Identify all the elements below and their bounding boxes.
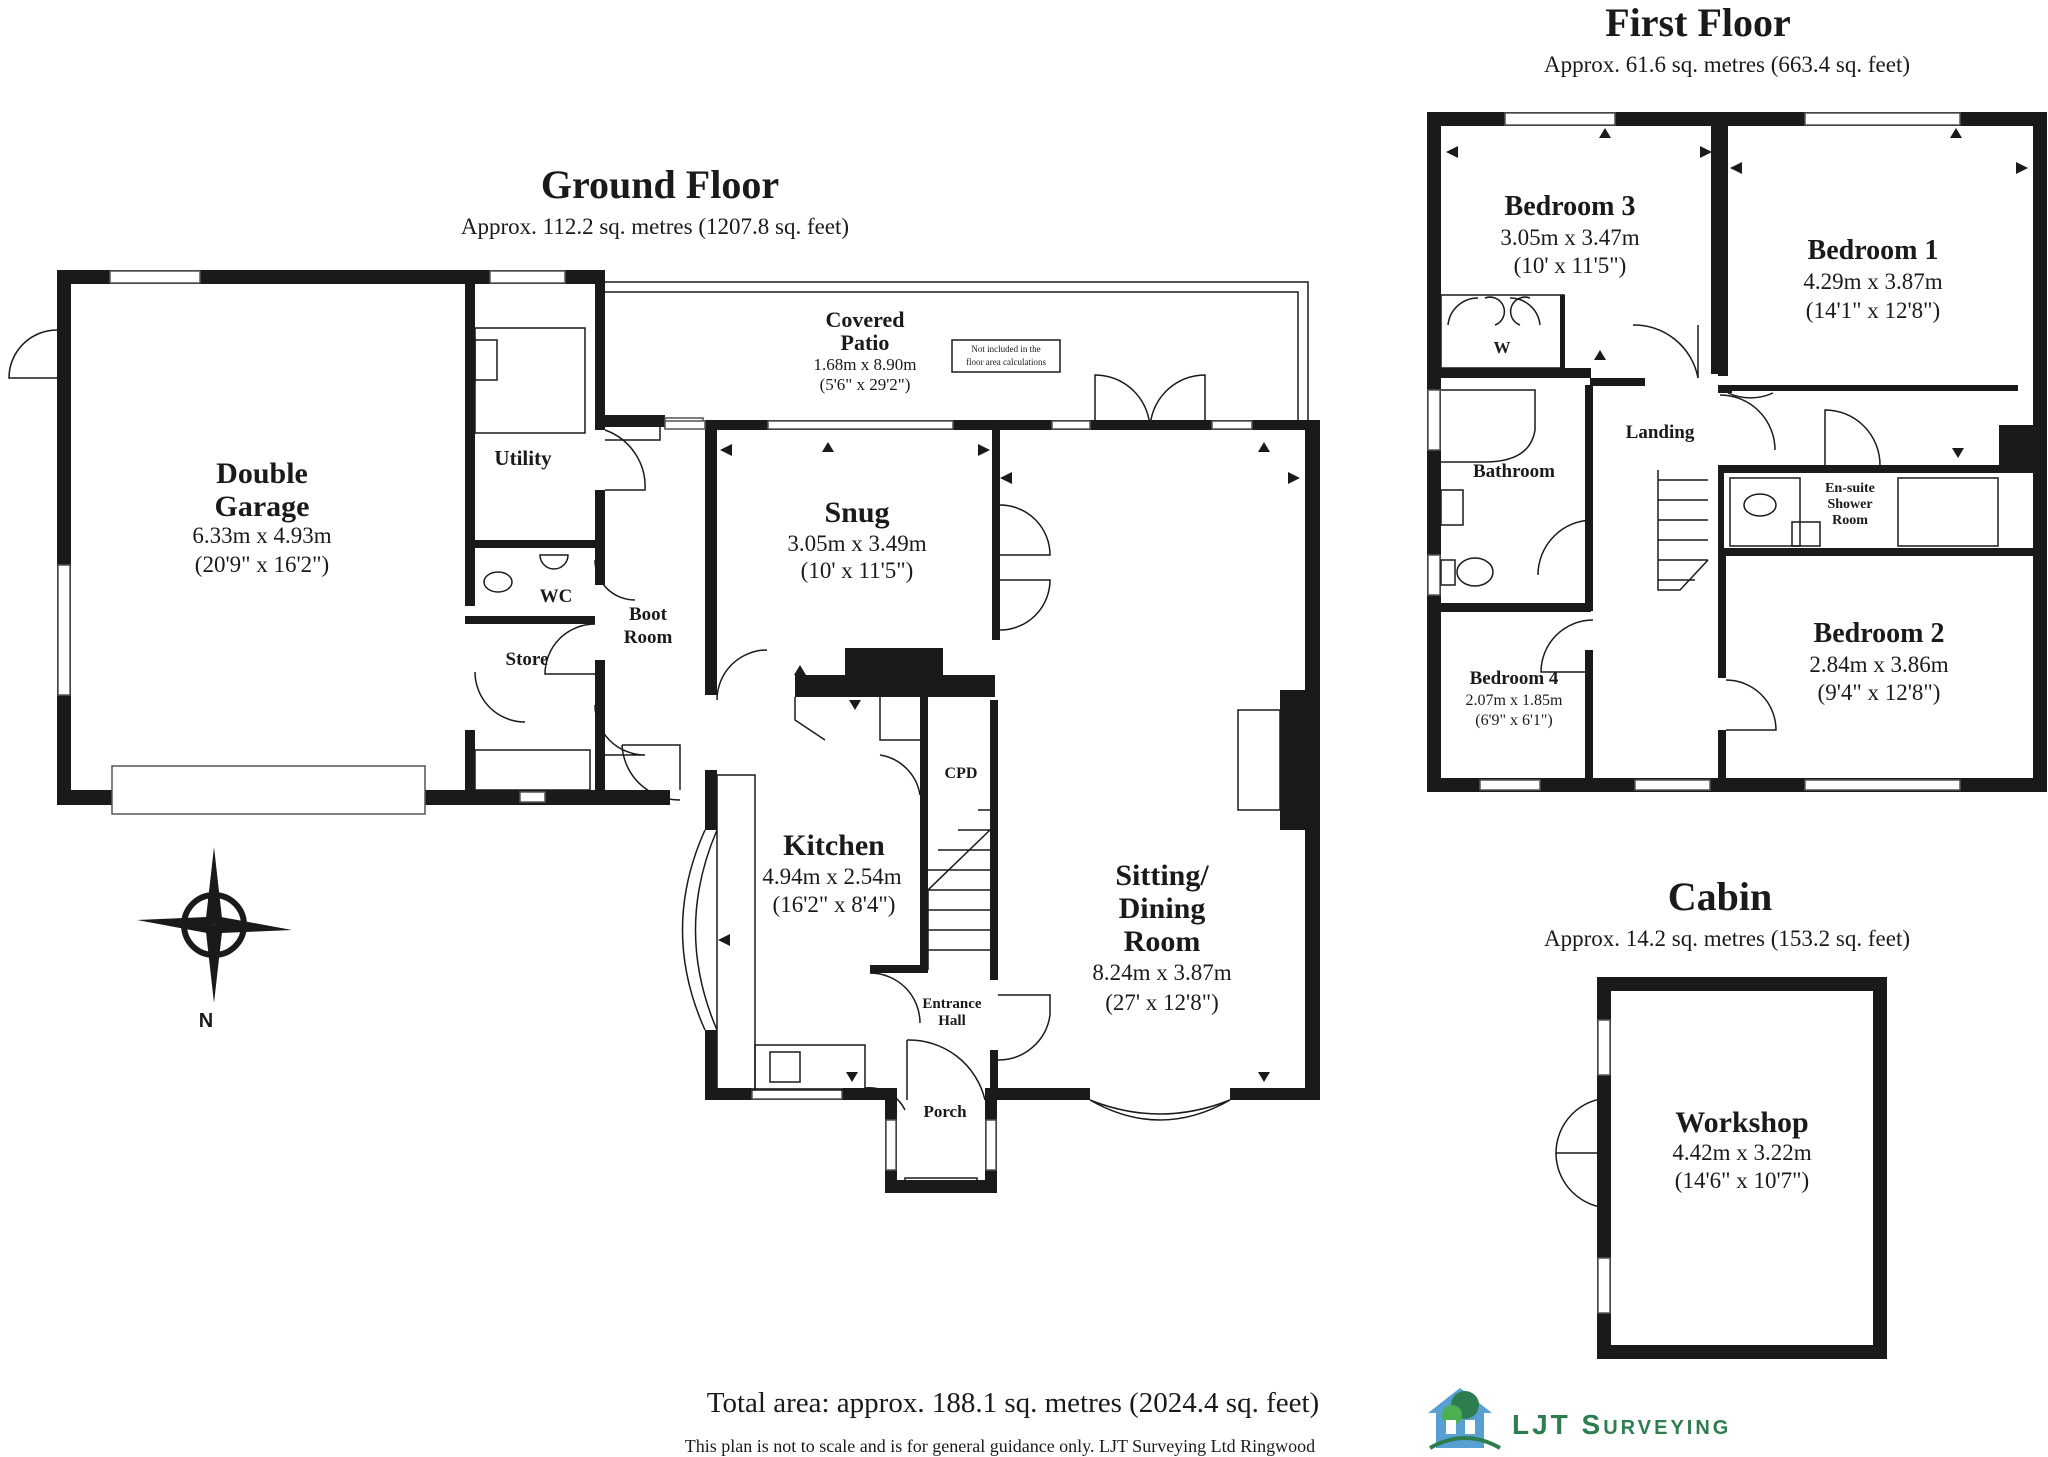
covered-patio-note-2: floor area calculations	[966, 357, 1046, 367]
cabin: Cabin Approx. 14.2 sq. metres (153.2 sq.…	[1544, 874, 1910, 1359]
sitting-dining-metric: 8.24m x 3.87m	[1092, 960, 1231, 985]
ground-floor: Ground Floor Approx. 112.2 sq. metres (1…	[8, 162, 1320, 1193]
sitting-dining-name-2: Dining	[1119, 892, 1206, 925]
bedroom1-name: Bedroom 1	[1808, 235, 1939, 266]
covered-patio-metric: 1.68m x 8.90m	[814, 355, 917, 374]
brand-logo-icon	[1428, 1388, 1501, 1450]
snug-metric: 3.05m x 3.49m	[787, 531, 926, 556]
first-floor-area: Approx. 61.6 sq. metres (663.4 sq. feet)	[1544, 52, 1910, 77]
workshop-imperial: (14'6" x 10'7")	[1675, 1168, 1809, 1193]
workshop-name: Workshop	[1675, 1106, 1808, 1139]
covered-patio-imperial: (5'6" x 29'2")	[820, 375, 911, 394]
sitting-dining-name-3: Room	[1124, 925, 1201, 958]
bedroom1-metric: 4.29m x 3.87m	[1803, 269, 1942, 294]
covered-patio-note-1: Not included in the	[971, 344, 1040, 354]
wc-name: WC	[540, 586, 573, 607]
double-garage-name-2: Garage	[215, 490, 310, 523]
bedroom4-metric: 2.07m x 1.85m	[1466, 692, 1563, 709]
bedroom3-metric: 3.05m x 3.47m	[1500, 225, 1639, 250]
store-name: Store	[506, 649, 549, 670]
porch-name: Porch	[923, 1102, 967, 1121]
compass-icon: N	[137, 847, 292, 1032]
kitchen-metric: 4.94m x 2.54m	[762, 864, 901, 889]
kitchen-name: Kitchen	[783, 829, 885, 862]
compass-north-label: N	[199, 1010, 213, 1032]
double-garage-metric: 6.33m x 4.93m	[192, 523, 331, 548]
boot-room-name-1: Boot	[629, 604, 668, 625]
bedroom4-name: Bedroom 4	[1470, 668, 1559, 689]
bedroom2-name: Bedroom 2	[1814, 618, 1945, 649]
footer: Total area: approx. 188.1 sq. metres (20…	[685, 1387, 1731, 1456]
entrance-hall-name-1: Entrance	[922, 996, 982, 1012]
brand-name: LJT Surveying	[1512, 1409, 1731, 1440]
sitting-dining-name-1: Sitting/	[1115, 859, 1209, 892]
kitchen-imperial: (16'2" x 8'4")	[773, 892, 896, 917]
total-area: Total area: approx. 188.1 sq. metres (20…	[707, 1387, 1319, 1419]
boot-room-name-2: Room	[624, 627, 673, 648]
ensuite-name-3: Room	[1832, 513, 1868, 528]
disclaimer: This plan is not to scale and is for gen…	[685, 1436, 1315, 1456]
bathroom-name: Bathroom	[1473, 461, 1555, 482]
landing-name: Landing	[1626, 422, 1695, 443]
first-floor-title: First Floor	[1605, 0, 1791, 45]
bedroom4-imperial: (6'9" x 6'1")	[1475, 712, 1552, 729]
snug-name: Snug	[824, 496, 889, 529]
double-garage-name-1: Double	[216, 457, 308, 490]
ensuite-name-1: En-suite	[1825, 481, 1875, 496]
sitting-dining-imperial: (27' x 12'8")	[1105, 990, 1219, 1015]
bedroom3-name: Bedroom 3	[1505, 191, 1636, 222]
covered-patio-name-2: Patio	[841, 330, 890, 355]
utility-name: Utility	[494, 446, 552, 470]
wardrobe-name: W	[1494, 338, 1511, 357]
snug-imperial: (10' x 11'5")	[801, 558, 914, 583]
entrance-hall-name-2: Hall	[938, 1013, 966, 1029]
bedroom2-imperial: (9'4" x 12'8")	[1818, 680, 1941, 705]
bedroom1-imperial: (14'1" x 12'8")	[1806, 298, 1940, 323]
double-garage-imperial: (20'9" x 16'2")	[195, 552, 329, 577]
cpd-name: CPD	[945, 765, 978, 782]
bedroom2-metric: 2.84m x 3.86m	[1809, 652, 1948, 677]
ground-floor-title: Ground Floor	[541, 162, 779, 207]
first-floor: First Floor Approx. 61.6 sq. metres (663…	[1427, 0, 2047, 792]
ground-floor-area: Approx. 112.2 sq. metres (1207.8 sq. fee…	[461, 214, 849, 239]
bedroom3-imperial: (10' x 11'5")	[1514, 253, 1627, 278]
workshop-metric: 4.42m x 3.22m	[1672, 1140, 1811, 1165]
cabin-area: Approx. 14.2 sq. metres (153.2 sq. feet)	[1544, 926, 1910, 951]
ensuite-name-2: Shower	[1827, 497, 1872, 512]
cabin-title: Cabin	[1668, 874, 1773, 919]
covered-patio-name-1: Covered	[825, 307, 904, 332]
